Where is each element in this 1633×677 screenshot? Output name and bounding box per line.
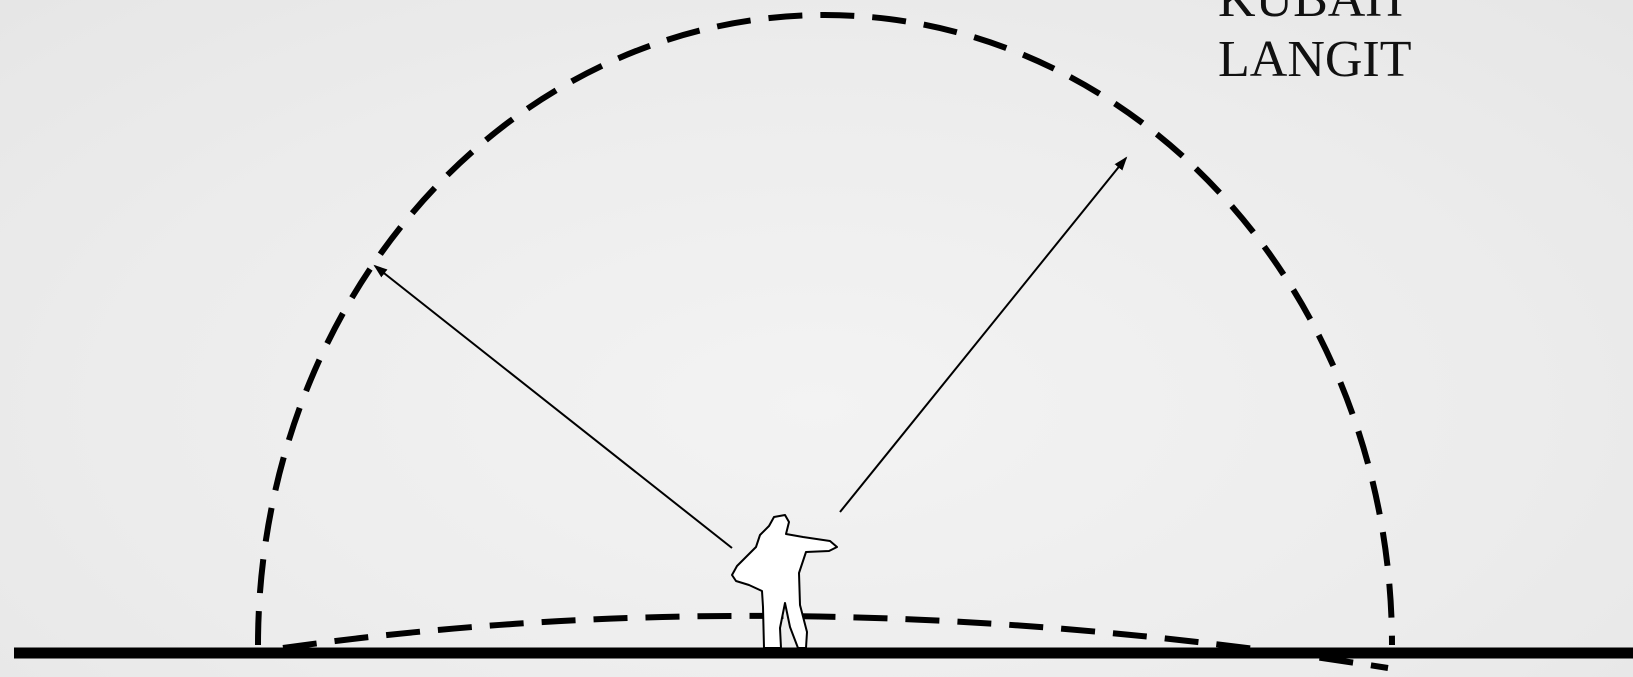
dome-label-line1: KUBAH xyxy=(1218,0,1412,30)
dome-label-line2: LANGIT xyxy=(1218,30,1412,90)
sight-arrow-right xyxy=(840,158,1126,512)
dome-label: KUBAH LANGIT xyxy=(1218,0,1412,90)
apparent-horizon-line xyxy=(283,616,1388,668)
observer-figure xyxy=(732,515,837,648)
sight-arrow-left xyxy=(375,266,732,548)
